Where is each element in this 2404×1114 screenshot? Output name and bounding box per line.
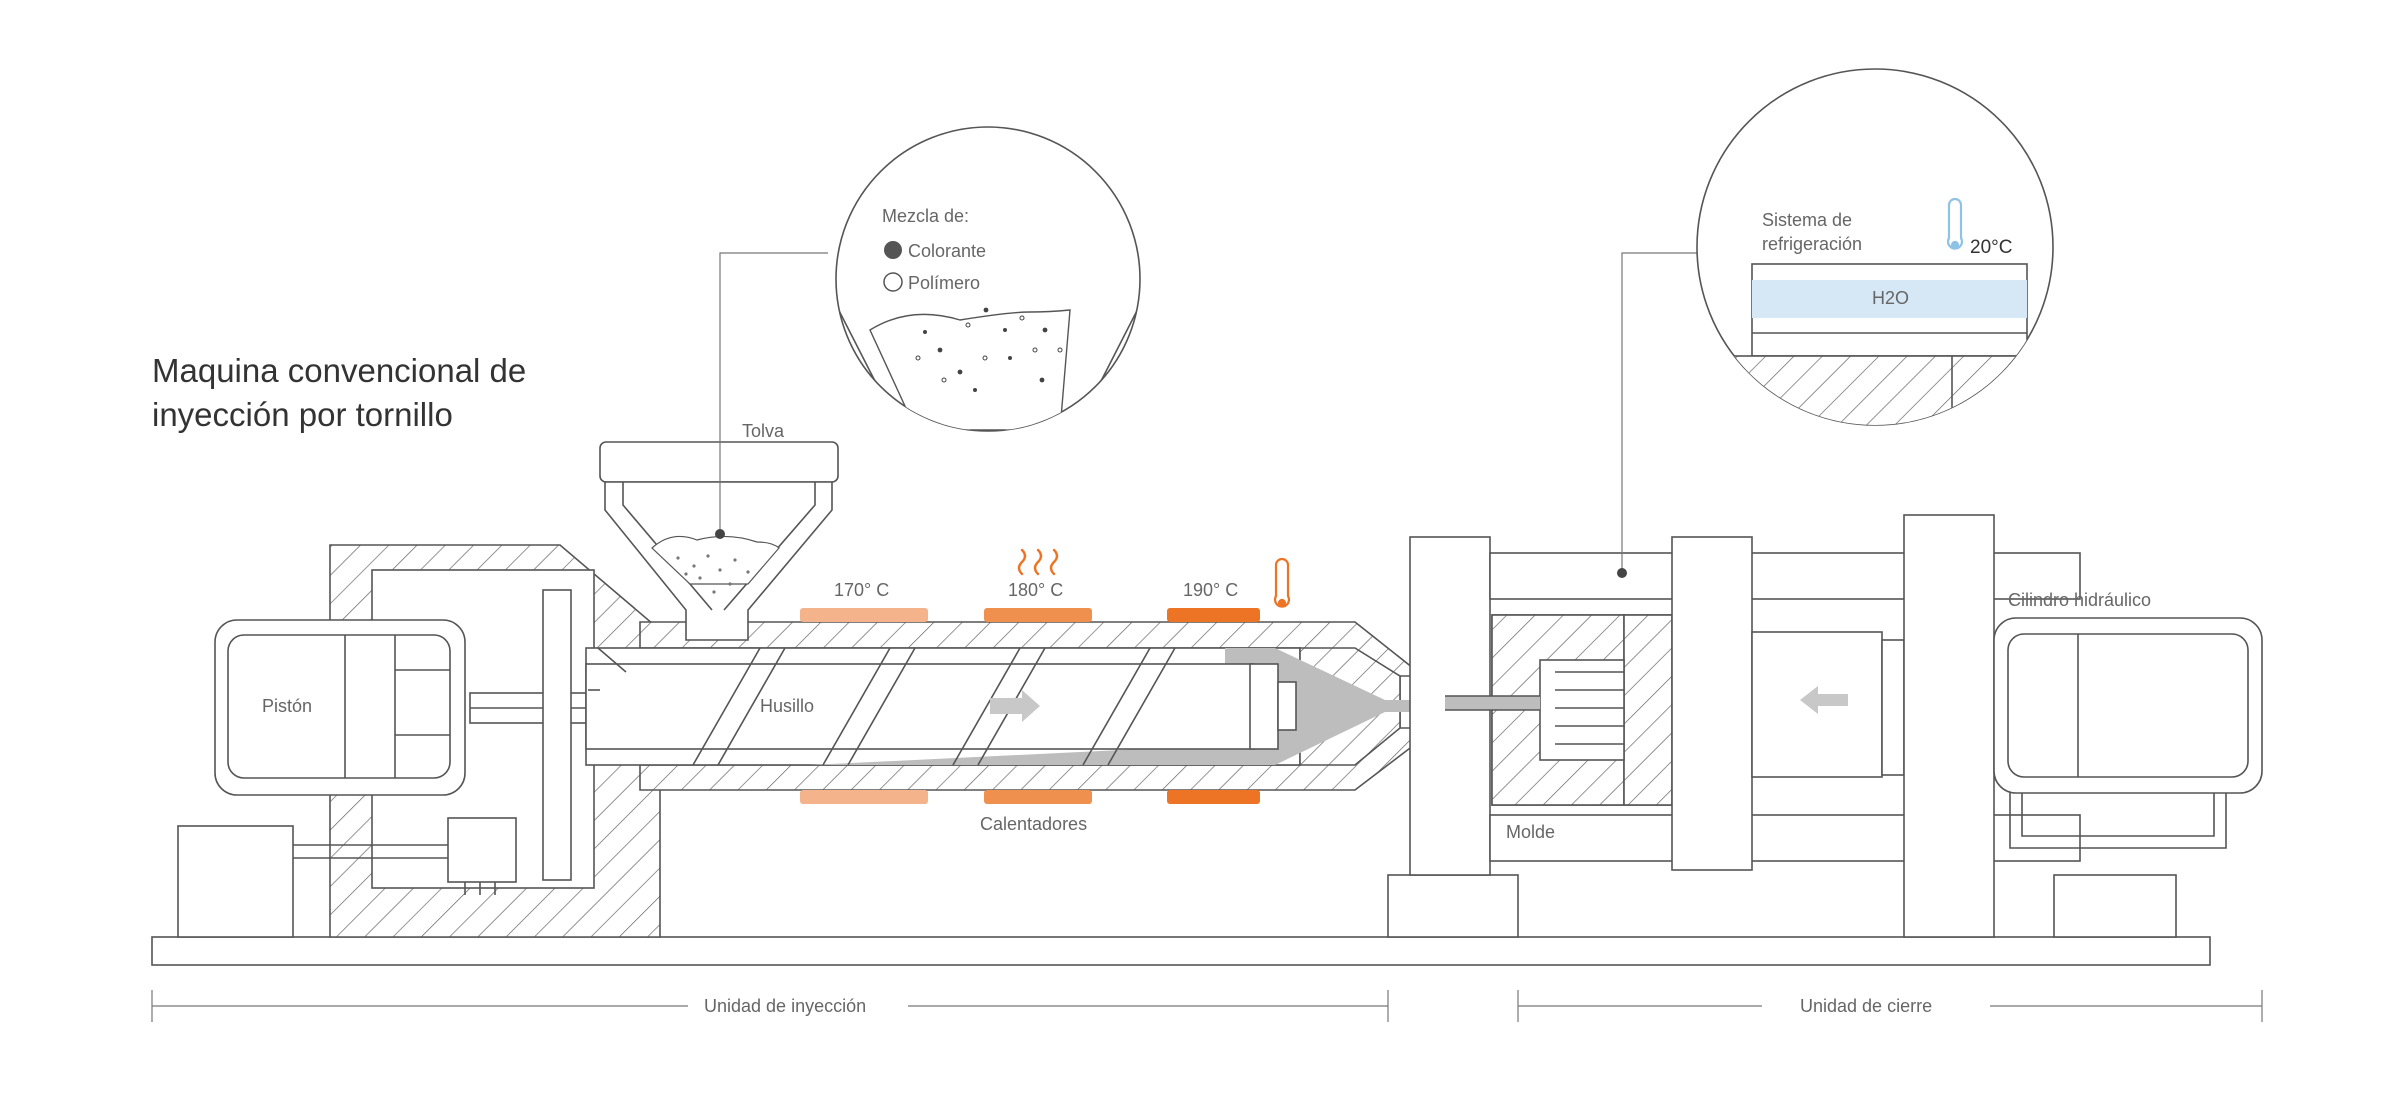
cooling-heading-2: refrigeración [1762,234,1862,254]
heat-waves-icon [1017,548,1059,576]
thermometer-cold-icon [1946,197,1964,250]
temp-190-label: 190° C [1183,580,1238,600]
label-injection-unit: Unidad de inyección [704,996,866,1016]
cooling-heading-1: Sistema de [1762,210,1852,230]
hydraulic-pipes [293,844,448,859]
hydraulic-cylinder [1993,617,2263,849]
label-husillo: Husillo [760,696,814,716]
molten-polymer [820,648,1490,765]
heater-180-top [984,608,1092,622]
heater-190-bottom [1167,790,1260,804]
control-box [447,817,517,883]
heater-170-top [800,608,928,622]
label-molde: Molde [1506,822,1555,842]
label-cilindro: Cilindro hidráulico [2008,590,2151,610]
polimero-dot-icon [883,272,903,292]
cooling-callout [1696,68,2054,426]
clamp-arrow [1800,686,1848,714]
cooling-temperature: 20°C [1970,237,2012,258]
injection-plate [542,589,572,881]
injection-unit-span [151,990,1389,1022]
heater-170-bottom [800,790,928,804]
mix-particles [915,307,1063,392]
cooling-leader-line [1621,252,1708,573]
water-label: H2O [1872,288,1909,308]
flow-arrow [990,690,1040,722]
diagram-title-line2: inyección por tornillo [152,396,453,433]
heater-190-top [1167,608,1260,622]
heaters [800,608,1260,804]
label-piston: Pistón [262,696,312,716]
mix-leader-line [719,252,828,538]
water-channel [1752,280,2027,318]
piston [214,619,589,796]
mix-heading: Mezcla de: [882,206,969,226]
label-calentadores: Calentadores [980,814,1087,834]
mold-cavity [1445,659,1625,761]
mix-item-colorante: Colorante [908,241,986,261]
hopper-pellets [676,554,750,594]
machine-base [151,936,2211,966]
diagram-title-line1: Maquina convencional de [152,352,526,389]
hopper-chute [597,647,627,673]
clamping-unit-span [1517,990,2263,1022]
temp-180-label: 180° C [1008,580,1063,600]
label-clamping-unit: Unidad de cierre [1800,996,1932,1016]
screw [585,647,1297,766]
pump-box [177,825,294,938]
heater-180-bottom [984,790,1092,804]
colorante-dot-icon [884,241,902,259]
mix-callout [835,126,1141,432]
temp-170-label: 170° C [834,580,889,600]
mix-item-polimero: Polímero [908,273,980,293]
label-tolva: Tolva [742,421,785,441]
thermometer-hot-icon [1273,557,1291,608]
